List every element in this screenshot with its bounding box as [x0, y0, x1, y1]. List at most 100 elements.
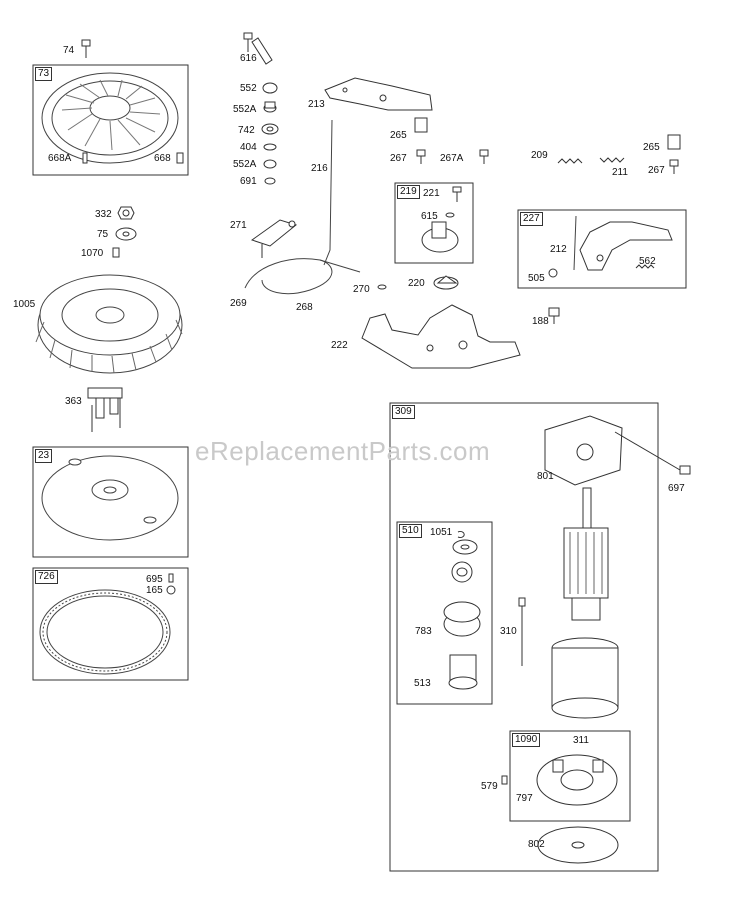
- box-label-73: 73: [35, 67, 53, 81]
- pinion-gear-783: [443, 601, 481, 637]
- flywheel-1005: [35, 274, 183, 374]
- box-1090-frame: [509, 730, 631, 822]
- part-label: 216: [311, 163, 328, 174]
- screw-695: [168, 573, 174, 583]
- part-label: 742: [238, 125, 255, 136]
- armature-shaft: [563, 487, 609, 621]
- screw-267-left: [416, 149, 426, 164]
- box-73-frame: [32, 64, 189, 176]
- starter-bracket-801: [544, 415, 623, 486]
- part-label: 268: [296, 302, 313, 313]
- part-label: 188: [532, 316, 549, 327]
- bracket-213: [324, 77, 433, 111]
- washer-552A-lower: [263, 159, 277, 169]
- drive-spring: [451, 561, 473, 583]
- part-label: 267: [648, 165, 665, 176]
- part-label: 562: [639, 256, 656, 267]
- washer-742: [261, 123, 279, 135]
- part-label: 404: [240, 142, 257, 153]
- part-label: 802: [528, 839, 545, 850]
- spacer-265-right: [667, 134, 681, 150]
- screw-267A: [479, 149, 489, 164]
- part-label: 552: [240, 83, 257, 94]
- part-label: 552A: [233, 104, 257, 115]
- part-label: 695: [146, 574, 163, 585]
- box-219-frame: [394, 182, 474, 264]
- blower-housing-73: [41, 72, 179, 164]
- part-label: 513: [414, 678, 431, 689]
- part-label: 267A: [440, 153, 464, 164]
- part-label: 265: [643, 142, 660, 153]
- box-label-23: 23: [35, 449, 53, 463]
- part-label: 615: [421, 211, 438, 222]
- box-227-frame: [517, 209, 687, 289]
- washer-552A-upper: [263, 101, 277, 113]
- part-label: 220: [408, 278, 425, 289]
- armature-363: [87, 387, 123, 432]
- part-label: 265: [390, 130, 407, 141]
- clip-668A: [82, 152, 88, 164]
- part-label: 668: [154, 153, 171, 164]
- spacer-265-left: [414, 117, 428, 133]
- part-label: 267: [390, 153, 407, 164]
- thru-bolt-310: [518, 597, 526, 666]
- screw-74: [81, 39, 91, 58]
- clip-691: [264, 177, 276, 185]
- part-label: 579: [481, 781, 498, 792]
- cam-220: [433, 275, 459, 290]
- screw-188: [548, 307, 560, 324]
- part-label: 311: [573, 735, 589, 746]
- part-label: 363: [65, 396, 82, 407]
- washer-552: [262, 82, 278, 94]
- part-label: 211: [612, 167, 628, 178]
- part-label: 801: [537, 471, 554, 482]
- link-rod-216: [323, 119, 333, 266]
- part-label: 1005: [13, 299, 36, 310]
- watermark-text: eReplacementParts.com: [195, 436, 491, 466]
- part-label: 616: [240, 53, 257, 64]
- part-label: 797: [516, 793, 533, 804]
- part-label: 222: [331, 340, 348, 351]
- part-label: 269: [230, 298, 247, 309]
- part-label: 1051: [430, 527, 453, 538]
- part-label: 74: [63, 45, 75, 56]
- screw-267-right: [669, 159, 679, 174]
- part-label: 270: [353, 284, 370, 295]
- part-label: 213: [308, 99, 325, 110]
- box-510-frame: [396, 521, 493, 705]
- nut-332: [117, 206, 135, 220]
- box-726-frame: [32, 567, 189, 681]
- screw-221: [452, 186, 462, 202]
- part-label: 552A: [233, 159, 257, 170]
- spring-211: [599, 157, 625, 163]
- box-label-227: 227: [520, 212, 543, 226]
- screw-579: [501, 775, 508, 785]
- box-label-1090: 1090: [512, 733, 541, 747]
- nut-505: [548, 268, 558, 278]
- ring-gear-726: [39, 589, 171, 675]
- backplate-23: [41, 455, 179, 541]
- part-label: 668A: [48, 153, 72, 164]
- clip-668: [176, 152, 184, 164]
- box-label-219: 219: [397, 185, 420, 199]
- part-label: 783: [415, 626, 432, 637]
- washer-75: [115, 227, 137, 241]
- governor-shaft-616: [243, 32, 273, 65]
- screw-697: [614, 431, 691, 475]
- part-label: 505: [528, 273, 545, 284]
- nut-165: [166, 585, 176, 595]
- part-label: 332: [95, 209, 112, 220]
- box-label-726: 726: [35, 570, 58, 584]
- box-label-309: 309: [392, 405, 415, 419]
- part-label: 75: [97, 229, 109, 240]
- drive-nut-513: [448, 654, 478, 690]
- bracket-227: [579, 221, 673, 271]
- key-1070: [112, 247, 120, 258]
- spring-209: [557, 158, 583, 164]
- drive-cap: [452, 539, 478, 555]
- washer-615: [445, 212, 455, 218]
- part-label: 1070: [81, 248, 104, 259]
- washer-404: [263, 143, 277, 151]
- part-label: 271: [230, 220, 247, 231]
